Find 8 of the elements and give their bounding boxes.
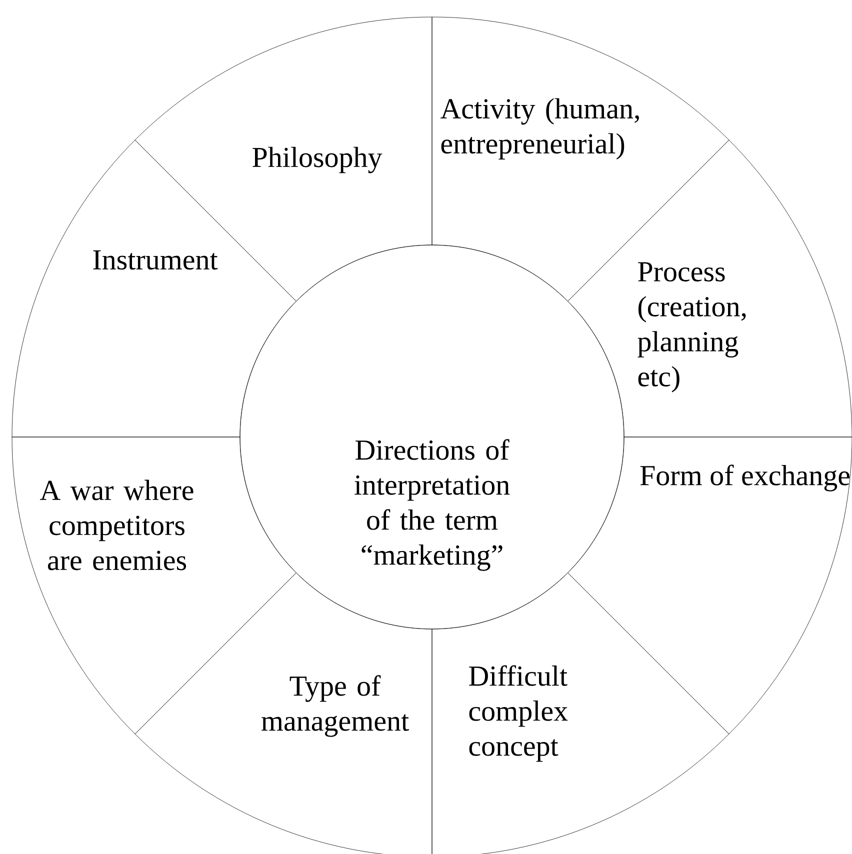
ring-sector: Difficult complex concept (469, 665, 568, 762)
ring-sector: Type of management (262, 675, 409, 737)
ring-sector: Philosophy (252, 146, 382, 174)
ring-sector: Activity (human, entrepreneurial) (440, 98, 639, 160)
ring-sector: Process (creation, planning etc) (638, 262, 746, 392)
ring-sector: Instrument (93, 250, 218, 270)
ring-sector: A war where competitors are enemies (40, 480, 194, 570)
ring-sector: Form of exchange (640, 464, 850, 492)
